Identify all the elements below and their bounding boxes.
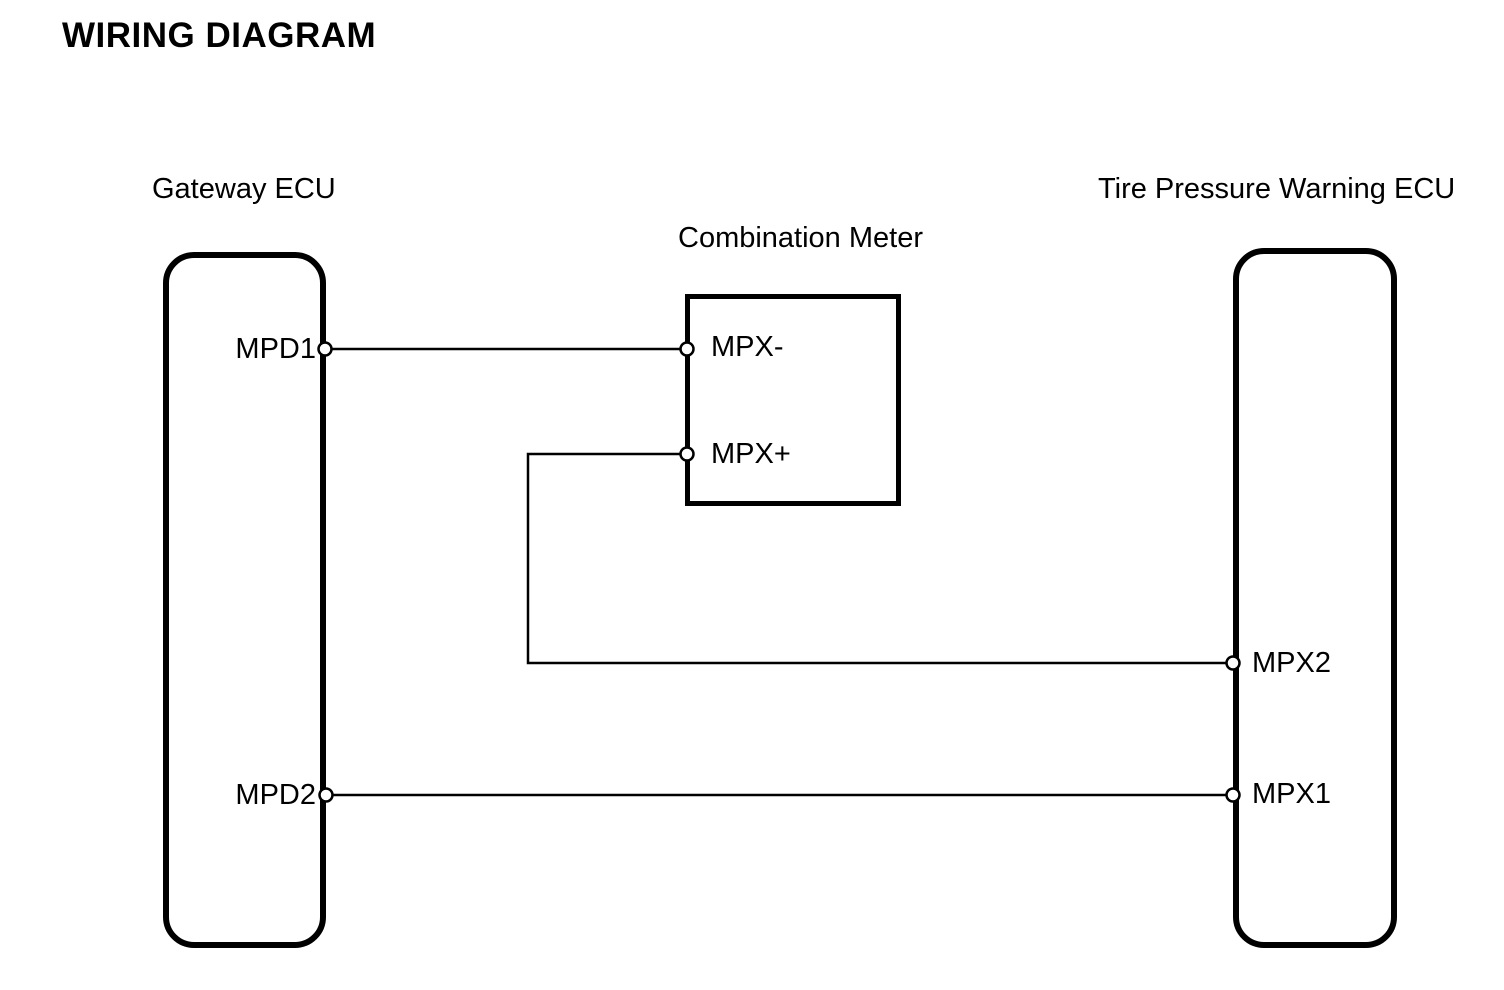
- gateway-ecu-label: Gateway ECU: [152, 173, 336, 205]
- combination-meter-box: [685, 294, 901, 506]
- gateway-ecu-box: [163, 252, 326, 948]
- pin-terminal-mpx2: [1225, 655, 1241, 671]
- pin-label-mpx-minus: MPX-: [711, 331, 784, 363]
- pin-label-mpd2: MPD2: [235, 779, 316, 811]
- tire-pressure-warning-ecu-label: Tire Pressure Warning ECU: [1098, 173, 1456, 205]
- pin-terminal-mpd1: [317, 341, 333, 357]
- pin-terminal-mpx1: [1225, 787, 1241, 803]
- page-title: WIRING DIAGRAM: [62, 16, 377, 55]
- pin-label-mpx-plus: MPX+: [711, 438, 791, 470]
- pin-terminal-mpx-plus: [679, 446, 695, 462]
- pin-label-mpx2: MPX2: [1252, 647, 1331, 679]
- pin-label-mpd1: MPD1: [235, 333, 316, 365]
- tire-pressure-warning-ecu-box: [1233, 248, 1397, 948]
- combination-meter-label: Combination Meter: [678, 222, 923, 254]
- wire-mpx-plus-to-mpx2: [526, 452, 1233, 665]
- pin-terminal-mpx-minus: [679, 341, 695, 357]
- pin-label-mpx1: MPX1: [1252, 778, 1331, 810]
- pin-terminal-mpd2: [318, 787, 334, 803]
